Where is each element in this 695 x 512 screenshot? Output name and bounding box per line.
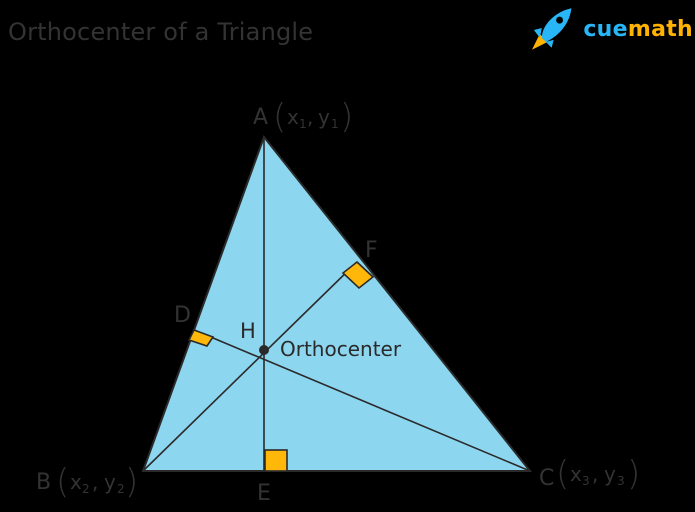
altitude-cd [193,329,531,472]
svg-text:B: B [36,470,51,495]
svg-text:y: y [604,462,616,486]
cuemath-logo[interactable]: cuemath [528,4,693,54]
orthocenter-caption: Orthocenter [280,337,402,361]
foot-e-label: E [257,481,271,506]
svg-text:y: y [318,105,330,129]
logo-text-math: math [627,16,693,42]
altitude-bf [142,261,358,472]
orthocenter-point [259,345,269,355]
right-angle-marker-f [341,260,375,290]
svg-text:2: 2 [82,482,90,496]
foot-d-label: D [174,303,191,328]
svg-text:2: 2 [117,482,125,496]
svg-text:1: 1 [331,117,339,131]
svg-text:): ) [340,97,353,137]
svg-text:3: 3 [582,474,590,488]
triangle-abc [141,134,533,472]
svg-text:3: 3 [617,474,625,488]
svg-text:y: y [104,470,116,494]
svg-text:x: x [70,470,82,494]
svg-text:(: ( [556,454,569,494]
svg-text:,: , [307,105,313,129]
foot-f-label: F [365,238,378,263]
svg-text:A: A [253,105,268,130]
logo-text-cue: cue [583,16,628,42]
svg-text:,: , [592,462,598,486]
svg-text:(: ( [56,462,69,502]
page-title: Orthocenter of a Triangle [8,18,314,46]
orthocenter-h-label: H [240,319,256,343]
svg-text:x: x [287,105,299,129]
vertex-b-label: B ( x 2 , y 2 ) [36,462,138,502]
rocket-icon [531,8,572,50]
right-angle-marker-d [187,329,215,347]
svg-text:,: , [92,470,98,494]
svg-text:x: x [570,462,582,486]
vertex-a-label: A ( x 1 , y 1 ) [253,97,353,137]
vertex-c-label: C ( x 3 , y 3 ) [539,454,640,494]
svg-text:): ) [125,462,138,502]
svg-text:1: 1 [299,117,307,131]
svg-text:): ) [627,454,640,494]
svg-text:C: C [539,466,554,491]
right-angle-marker-e [264,449,288,472]
svg-text:(: ( [273,97,286,137]
